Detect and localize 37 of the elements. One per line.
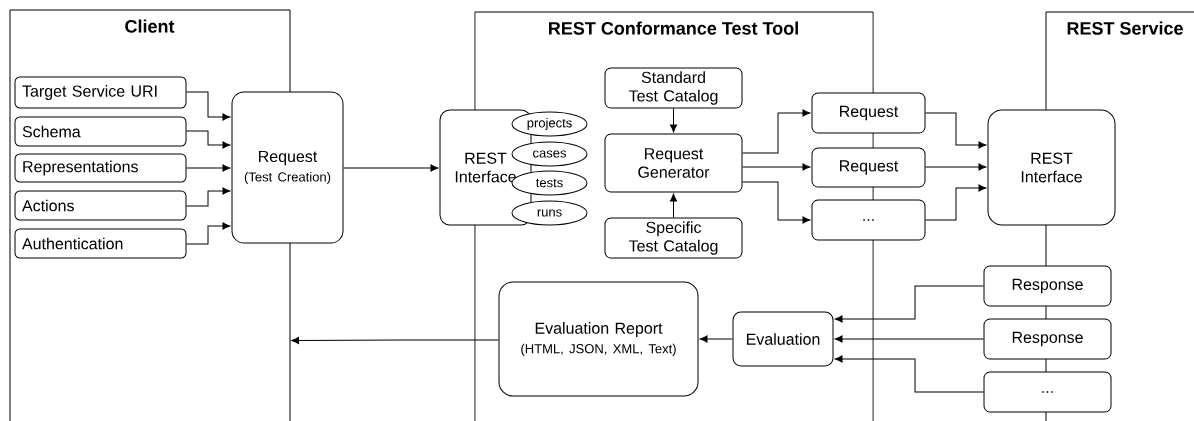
process-box: Standard Test Catalog — [604, 67, 743, 109]
process-box: Representations — [14, 153, 187, 183]
process-box: Evaluation — [732, 311, 834, 367]
process-box: Request Generator — [604, 133, 743, 193]
arrow — [669, 193, 678, 218]
arrow — [186, 222, 231, 245]
process-box: Specific Test Catalog — [604, 217, 743, 259]
process-box: Request — [811, 147, 926, 188]
arrow — [834, 355, 984, 393]
arrow — [699, 335, 733, 343]
arrow — [669, 108, 678, 133]
arrow — [291, 336, 499, 344]
process-box: Schema — [14, 116, 187, 147]
process-box: Response — [983, 318, 1112, 360]
arrow — [186, 187, 231, 207]
process-box: REST Interface — [987, 109, 1116, 226]
process-box: Actions — [14, 190, 187, 221]
arrow — [834, 335, 984, 343]
process-box: Response — [983, 265, 1112, 307]
process-box: Authentication — [14, 228, 187, 259]
process-box: Request (Test Creation) — [231, 91, 344, 244]
arrow — [925, 184, 987, 221]
arrow — [834, 285, 984, 323]
arrow — [742, 109, 811, 154]
arrow — [186, 130, 231, 149]
process-box: Evaluation Report (HTML, JSON, XML, Text) — [498, 281, 699, 397]
process-box: Request — [811, 92, 926, 134]
arrow — [742, 181, 811, 224]
process-box: ... — [983, 371, 1112, 413]
process-box: ... — [811, 199, 926, 241]
arrow — [186, 91, 231, 121]
arrow — [343, 164, 439, 172]
arrow — [742, 163, 811, 171]
arrow — [186, 164, 231, 172]
arrow — [925, 112, 987, 149]
process-box: Target Service URI — [14, 76, 187, 109]
arrow — [925, 163, 987, 171]
